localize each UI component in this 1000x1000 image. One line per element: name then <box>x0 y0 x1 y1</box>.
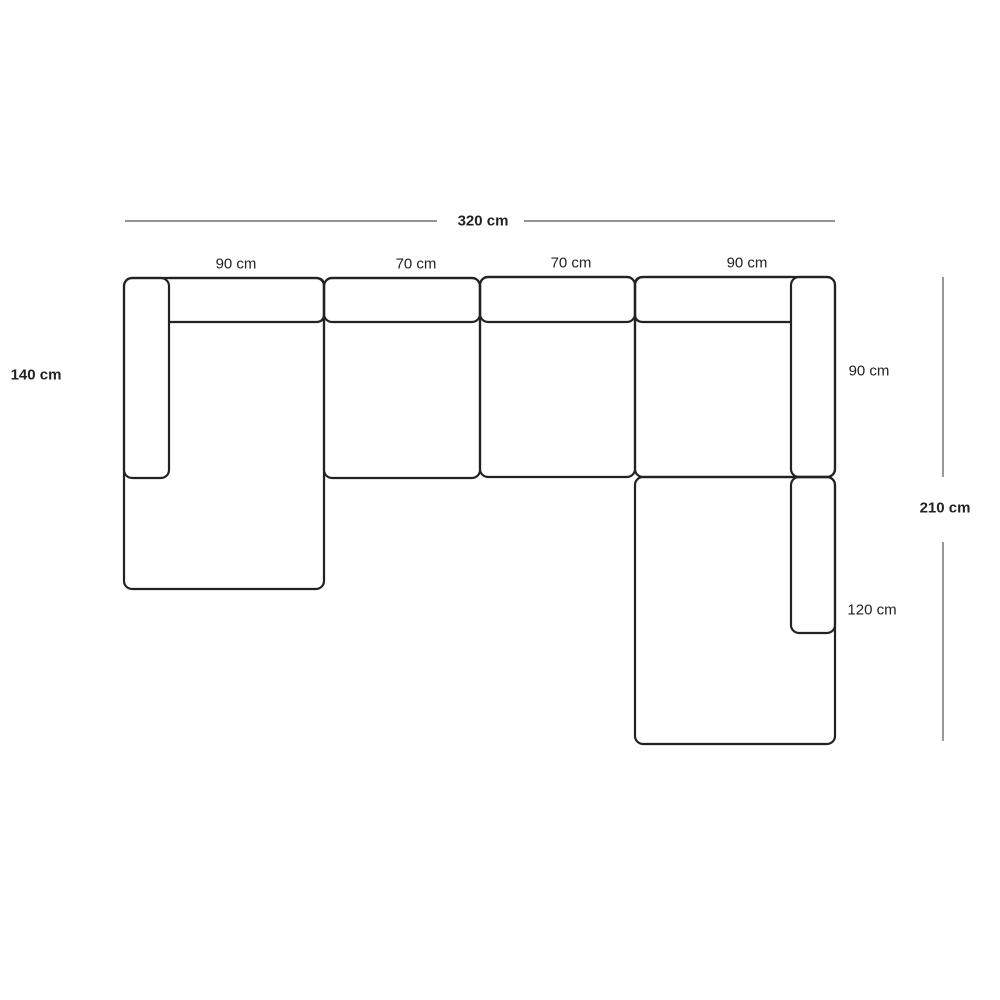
chaise-armrest <box>789 475 837 635</box>
backrest <box>322 276 482 324</box>
middle-module-2 <box>478 275 637 479</box>
backrest <box>478 275 637 324</box>
backrest <box>633 275 791 324</box>
right-armrest <box>789 275 837 479</box>
left-armrest <box>122 276 171 480</box>
middle-module-1 <box>322 276 482 480</box>
total-width-label: 320 cm <box>457 212 509 230</box>
right-chaise-module <box>633 475 837 746</box>
corner-module <box>633 275 837 479</box>
chaise-depth-label: 120 cm <box>847 601 897 619</box>
right-depth-label: 210 cm <box>919 499 971 517</box>
module-4-width-label: 90 cm <box>726 254 768 272</box>
left-chaise-module <box>122 276 326 591</box>
left-depth-label: 140 cm <box>10 366 62 384</box>
left-backrest <box>169 276 326 324</box>
module-3-width-label: 70 cm <box>550 254 592 272</box>
module-1-width-label: 90 cm <box>215 255 257 273</box>
module-2-width-label: 70 cm <box>395 255 437 273</box>
corner-depth-label: 90 cm <box>848 362 890 380</box>
